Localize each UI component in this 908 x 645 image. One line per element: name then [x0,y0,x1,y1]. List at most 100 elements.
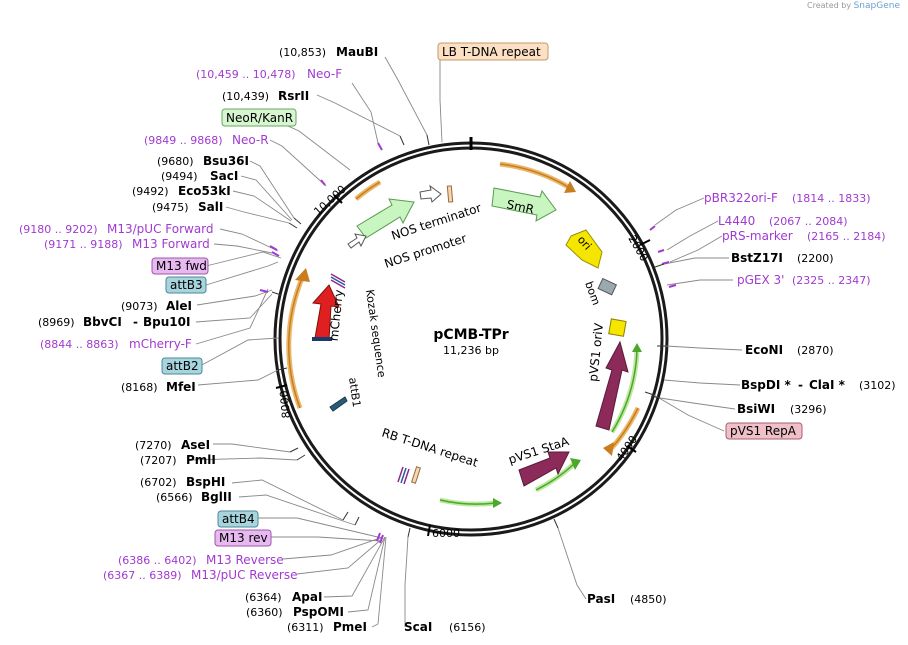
primer-neo-f-range: (10,459 .. 10,478) [196,68,296,81]
primer-pbr322ori-f: pBR322ori-F [704,191,778,205]
tick-label: 2000 [625,233,650,264]
tick-10000: 10,000 [311,183,348,218]
primer-pbr322ori-f-range: (1814 .. 1833) [792,192,871,205]
svg-text:attB4: attB4 [222,512,255,526]
cut-ticks [271,134,666,538]
enzyme-pmei-coord: (6311) [287,621,324,634]
primer-pgex3: pGEX 3' [737,273,784,287]
rb-tdna-box [410,466,422,484]
label-rb-tdna: RB T-DNA repeat [380,426,480,470]
enzyme-bglii-coord: (6566) [156,491,193,504]
smr-arc-line [499,163,571,189]
attb3-stripes [330,273,346,289]
enzyme-pasi: PasI [587,592,615,606]
mcherry-arc-head [295,268,310,282]
plasmid-length: 11,236 bp [443,344,499,357]
enzyme-asei: AseI [181,438,210,452]
smr-arc-head [564,181,576,193]
tick-6000: 6000 [427,524,460,540]
plasmid-name: pCMB-TPr [433,327,508,343]
enzyme-mfei: MfeI [166,380,196,394]
enzyme-clai: ClaI * [809,378,846,392]
enzyme-bbvci-coord: (8969) [38,316,75,329]
primer-m13-f: M13 Forward [132,237,210,251]
ori-arrow [565,229,603,269]
enzyme-bspdi: BspDI * [741,378,791,392]
primer-pgex3-range: (2325 .. 2347) [792,274,871,287]
enzyme-pspomi: PspOMI [293,605,344,619]
mcherry-arrow [311,284,340,341]
enzyme-bsu36i: Bsu36I [203,154,249,168]
enzyme-apai-coord: (6364) [245,591,282,604]
enzyme-apai: ApaI [292,590,322,604]
svg-text:pVS1 RepA: pVS1 RepA [730,424,797,438]
enzyme-scai: ScaI [404,620,432,634]
enzyme-bbvci: BbvCI [83,315,122,329]
tick-label: 10,000 [311,183,348,218]
label-mcherry: mCherry [327,289,346,342]
svg-text:M13 fwd: M13 fwd [156,259,207,273]
credit-text: Created by [807,1,852,10]
mcherry-arc-line [288,275,304,409]
primer-m13puc-f-range: (9180 .. 9202) [19,223,98,236]
primer-m13puc-rev: M13/pUC Reverse [191,568,298,582]
box-attb2: attB2 [161,357,203,375]
primer-prs-marker: pRS-marker [722,229,793,243]
primer-neo-r-range: (9849 .. 9868) [144,134,223,147]
enzyme-bpu10i: Bpu10I [143,315,190,329]
smr-arrow [491,187,557,222]
enzyme-bstz17i-coord: (2200) [797,252,834,265]
tick-label: 8000 [278,390,293,419]
staa-green-head [570,458,581,470]
pvs1-green-head [632,343,642,352]
enzyme-separator: - [798,378,803,392]
rb-green-head [493,498,502,508]
enzyme-scai-coord: (6156) [449,621,486,634]
enzyme-eco53ki: Eco53kI [178,184,231,198]
enzyme-labels: (10,853) MauBI (10,439) RsrII (9680) Bsu… [38,45,896,634]
svg-text:LB T-DNA repeat: LB T-DNA repeat [442,45,541,59]
box-m13-rev: M13 rev [214,529,272,547]
lb-tdna-box [446,185,454,203]
enzyme-mfei-coord: (8168) [121,381,158,394]
box-lb-tdna: LB T-DNA repeat [437,42,549,61]
repa-arc-head [603,442,614,456]
label-smr: SmR [505,197,535,216]
enzyme-econi-coord: (2870) [797,344,834,357]
enzyme-alei-coord: (9073) [121,300,158,313]
box-m13-fwd: M13 fwd [151,257,209,275]
attb1-marker [329,396,348,412]
primer-neo-f: Neo-F [307,67,342,81]
enzyme-saci-coord: (9494) [161,170,198,183]
svg-text:attB3: attB3 [170,278,203,292]
attb4-stripes [397,466,410,485]
primer-m13-rev-range: (6386 .. 6402) [118,554,197,567]
label-bom: bom [582,280,603,307]
mcherry-base [312,337,332,341]
enzyme-sali-coord: (9475) [152,201,189,214]
box-pvs1-repa: pVS1 RepA [725,422,803,440]
box-attb4: attB4 [217,510,259,528]
bom-box [597,277,618,296]
enzyme-saci: SacI [210,169,238,183]
enzyme-econi: EcoNI [745,343,783,357]
boxed-features: LB T-DNA repeat NeoR/KanR M13 fwd attB3 … [151,42,803,547]
enzyme-rsrii: RsrII [278,89,309,103]
label-attb1: attB1 [346,377,363,408]
enzyme-separator: - [133,315,138,329]
enzyme-bsphi-coord: (6702) [140,476,177,489]
enzyme-bstz17i: BstZ17I [731,251,783,265]
pvs1-staa-arrow [518,451,570,487]
snapgene-logo: SnapGene [853,1,900,11]
label-pvs1-oriv: pVS1 oriV [586,322,606,383]
pvs1-repa-arrow [595,340,629,431]
primer-prs-marker-range: (2165 .. 2184) [807,230,886,243]
tick-label: 6000 [432,527,460,540]
enzyme-maubi: MauBI [336,45,378,59]
primer-m13puc-f: M13/pUC Forward [107,222,214,236]
primer-l4440: L4440 [718,214,755,228]
enzyme-pmli-coord: (7207) [140,454,177,467]
enzyme-pmli: PmlI [186,453,216,467]
tick-2000: 2000 [625,233,650,264]
